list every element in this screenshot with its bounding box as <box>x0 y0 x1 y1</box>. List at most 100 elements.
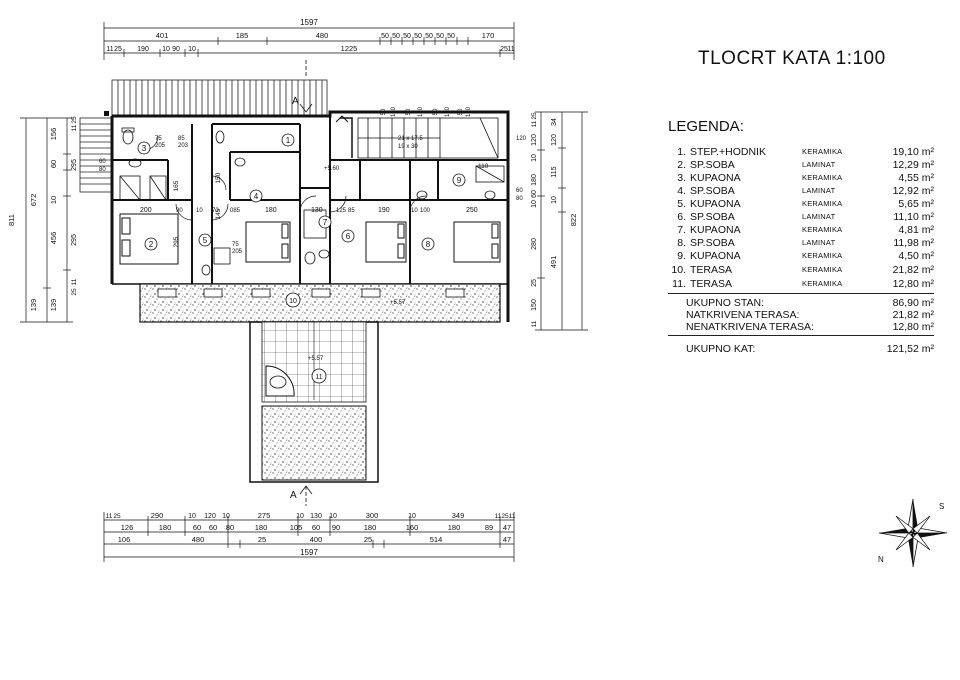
legend-name: SP.SOBA <box>690 185 735 197</box>
idim-29: 085 <box>230 208 241 214</box>
dim-bot-r2-9: 180 <box>364 523 377 532</box>
idim-17: 60 <box>99 159 106 165</box>
dim-bot-r1-2: 290 <box>151 511 164 520</box>
legend-divider <box>668 293 934 294</box>
dim-bot-r3-0: 106 <box>118 535 131 544</box>
level-mark-1: +5.60 <box>324 166 340 172</box>
dim-bot-r1-9: 10 <box>329 513 337 520</box>
dim-left-r2-4: 139 <box>49 299 58 312</box>
dim-bot-r1-0: 11 <box>106 513 113 520</box>
dim-left-r3-3: 295 <box>71 234 78 246</box>
dim-right-r2-2: 120 <box>531 134 538 146</box>
bottom-dimensions <box>103 512 515 562</box>
room-number-4: 4 <box>254 192 259 201</box>
dim-left-r1-0: 672 <box>29 194 38 207</box>
dim-right-r2-9: 150 <box>531 299 538 311</box>
dim-top-r2-0: 11 <box>106 46 113 53</box>
dim-bot-r2-7: 60 <box>312 523 320 532</box>
dim-right-r2-5: 60 <box>531 190 538 198</box>
legend-row: 9. KUPAONA KERAMIKA 4,50 m² <box>668 250 934 262</box>
idim-33: 100 <box>420 208 431 214</box>
dim-top-r2-2: 190 <box>137 46 149 53</box>
compass-s-label: S <box>939 502 944 511</box>
legend-area: 12,80 m² <box>892 278 934 290</box>
idim-32: 10 <box>411 208 418 214</box>
idim-26: 90 <box>176 208 183 214</box>
idim-1: 75 <box>155 136 162 142</box>
dim-left-r2-2: 10 <box>49 196 58 204</box>
dim-left-r3-1: 11 <box>71 124 78 131</box>
dim-bot-total: 1597 <box>300 548 318 557</box>
legend-material: KERAMIKA <box>802 279 843 288</box>
dim-bot-r1-15: 11 <box>509 513 516 520</box>
dim-top-r1-9: 50 <box>447 33 455 40</box>
dim-right-total: 822 <box>569 214 578 227</box>
dim-top-r2-3: 10 <box>162 46 170 53</box>
svg-text:50: 50 <box>381 108 387 115</box>
dim-bot-r2-0: 126 <box>121 523 134 532</box>
dim-top-r2-4: 90 <box>172 46 180 53</box>
idim-31: 85 <box>348 208 355 214</box>
legend-area: 4,50 m² <box>898 250 934 262</box>
legend-name: KUPAONA <box>690 224 741 236</box>
legend-name: KUPAONA <box>690 250 741 262</box>
idim-16: 110 <box>478 163 489 170</box>
dim-bot-r1-7: 10 <box>296 513 304 520</box>
dim-bot-r3-2: 25 <box>258 535 266 544</box>
dim-top-r1-2: 480 <box>316 31 329 40</box>
dim-bot-r2-12: 89 <box>485 523 493 532</box>
dim-right-r3-2: 115 <box>551 166 558 177</box>
idim-28: 70 <box>212 208 219 214</box>
svg-text:50: 50 <box>458 108 464 115</box>
dim-bot-r2-10: 160 <box>406 523 419 532</box>
legend-name: KUPAONA <box>690 172 741 184</box>
dim-right-r2-8: 25 <box>531 279 538 287</box>
compass-n-label: N <box>878 555 884 564</box>
idim-27: 10 <box>196 208 203 214</box>
top-dimensions <box>103 22 515 60</box>
dim-left-r3-2: 295 <box>71 159 78 171</box>
legend-material: LAMINAT <box>802 160 836 169</box>
room-number-10: 10 <box>289 298 297 305</box>
legend-name: SP.SOBA <box>690 237 735 249</box>
dim-right-r3-0: 34 <box>551 118 558 126</box>
compass-rose-icon <box>878 498 948 568</box>
legend-material: LAMINAT <box>802 238 836 247</box>
idim-25: 80 <box>516 196 523 202</box>
dim-top-total: 1597 <box>300 18 318 27</box>
dim-right-r3-1: 120 <box>551 134 558 146</box>
legend-area: 11,10 m² <box>893 211 934 223</box>
dim-bot-r2-6: 105 <box>290 523 303 532</box>
dim-left-total: 811 <box>7 214 16 226</box>
idim-7: 130 <box>311 207 323 214</box>
svg-text:180: 180 <box>391 106 397 117</box>
legend-row: 6. SP.SOBA LAMINAT 11,10 m² <box>668 211 934 223</box>
idim-23: 120 <box>516 136 527 142</box>
room-number-3: 3 <box>142 144 147 153</box>
legend-name: TERASA <box>690 278 733 290</box>
room-markers <box>137 133 466 384</box>
section-line <box>299 60 313 506</box>
legend-material: KERAMIKA <box>802 147 843 156</box>
idim-6: 180 <box>265 207 277 214</box>
total-label: NATKRIVENA TERASA: <box>686 309 800 321</box>
dim-bot-r1-14: 25 <box>501 513 509 520</box>
dim-bot-r1-6: 275 <box>258 511 271 520</box>
idim-4: 203 <box>178 143 189 149</box>
dim-bot-r2-3: 60 <box>209 523 217 532</box>
legend-no: 3. <box>677 172 686 184</box>
dim-bot-r1-13: 11 <box>495 513 502 520</box>
idim-24: 60 <box>516 188 523 194</box>
dim-top-r1-7: 50 <box>425 33 433 40</box>
dim-bot-r1-8: 130 <box>310 513 322 520</box>
legend-area: 12,29 m² <box>892 159 934 171</box>
roof-strip-left <box>79 117 113 193</box>
dim-top-r1-5: 50 <box>403 33 411 40</box>
dim-top-r2-7: 25 <box>500 46 508 53</box>
legend-area: 21,82 m² <box>892 264 934 276</box>
dim-top-r2-5: 10 <box>188 46 196 53</box>
legend-row: 11. TERASA KERAMIKA 12,80 m² <box>668 278 934 290</box>
total-row: NATKRIVENA TERASA: 21,82 m² <box>686 309 934 321</box>
dim-right-r3-3: 10 <box>551 196 558 204</box>
dim-right-r2-0: 25 <box>531 112 538 120</box>
